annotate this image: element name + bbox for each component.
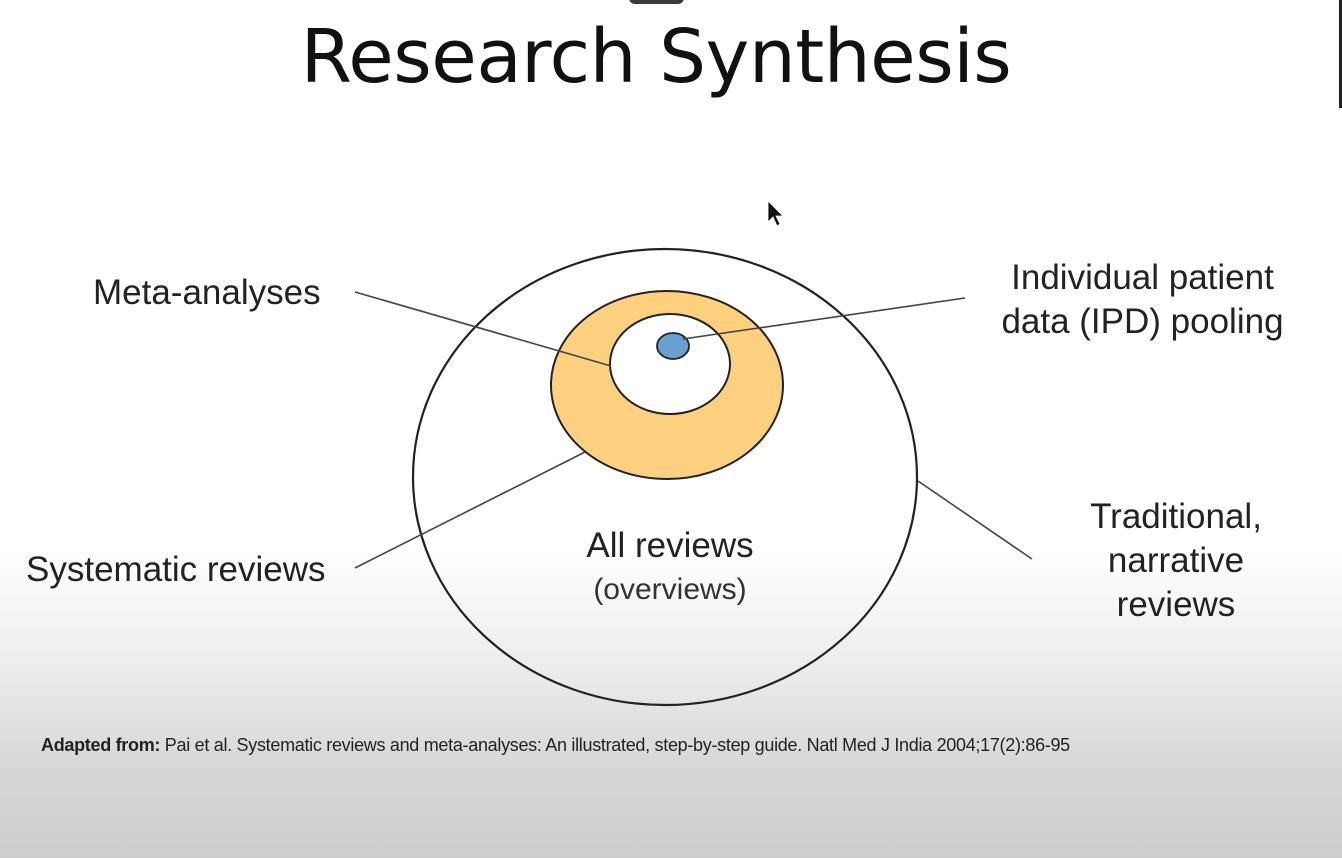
ipd-pooling-label: Individual patient data (IPD) pooling (990, 256, 1295, 344)
window-edge (1339, 0, 1342, 108)
meta-analyses-leader-line (354, 291, 612, 367)
citation-prefix: Adapted from: (41, 735, 161, 755)
window-tab-handle[interactable] (629, 0, 684, 4)
all-reviews-subtitle: (overviews) (593, 573, 747, 606)
meta-analyses-label: Meta-analyses (93, 273, 321, 312)
citation-text: Pai et al. Systematic reviews and meta-a… (160, 735, 1070, 755)
meta-analyses-circle (609, 313, 731, 415)
slide-title: Research Synthesis (300, 14, 1012, 100)
ipd-dot (656, 332, 690, 360)
traditional-label-line-1: Traditional, (1090, 497, 1262, 536)
citation: Adapted from: Pai et al. Systematic revi… (41, 735, 1070, 756)
systematic-reviews-leader-line (354, 451, 586, 569)
all-reviews-circle (411, 247, 919, 707)
systematic-reviews-label: Systematic reviews (26, 550, 326, 589)
all-reviews-label: All reviews (overviews) (545, 524, 795, 612)
ipd-leader-line (682, 297, 966, 340)
traditional-label-line-3: reviews (1116, 585, 1236, 624)
ipd-label-line-1: Individual patient (1011, 258, 1274, 297)
traditional-reviews-leader-line (917, 480, 1033, 560)
all-reviews-title: All reviews (586, 526, 754, 565)
traditional-reviews-label: Traditional, narrative reviews (1066, 495, 1286, 627)
mouse-cursor-icon (767, 200, 784, 227)
ipd-label-line-2: data (IPD) pooling (1001, 302, 1284, 341)
traditional-label-line-2: narrative (1107, 541, 1245, 580)
